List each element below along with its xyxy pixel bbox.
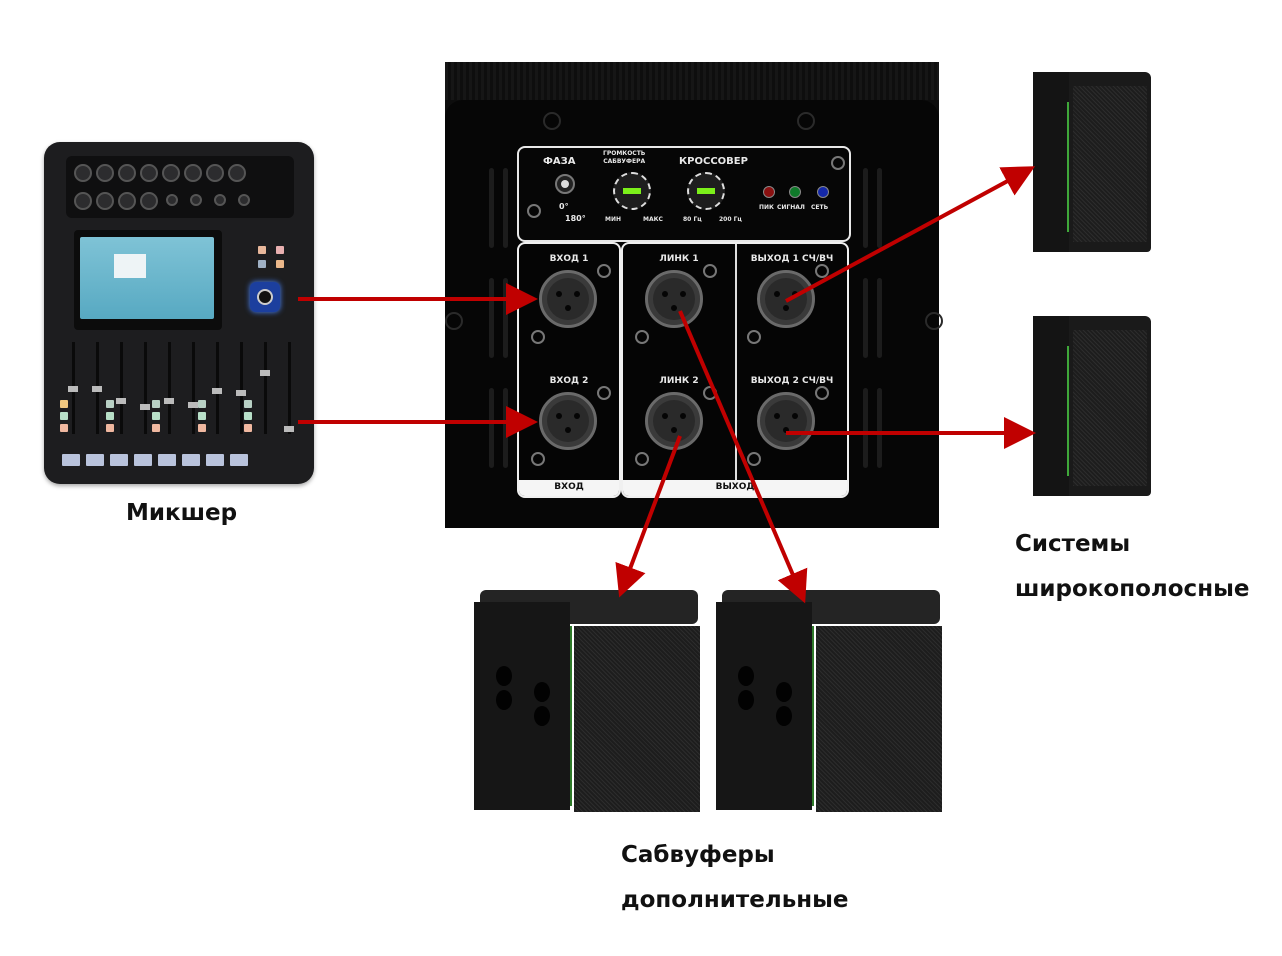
input-1-label: ВХОД 1: [549, 254, 589, 264]
sub-volume-max: МАКС: [643, 216, 663, 223]
mixer-encoder-knob: [250, 282, 280, 312]
fullrange-caption-line1: Системы: [1015, 531, 1131, 557]
output-1-xlr[interactable]: [757, 270, 815, 328]
sub-volume-indicator: [623, 188, 641, 194]
power-led-label: СЕТЬ: [811, 204, 829, 211]
link-2-label: ЛИНК 2: [659, 376, 699, 386]
input-group-label: ВХОД: [554, 482, 584, 492]
link-1-label: ЛИНК 1: [659, 254, 699, 264]
output-1-label: ВЫХОД 1 СЧ/ВЧ: [750, 254, 834, 264]
input-1-xlr[interactable]: [539, 270, 597, 328]
subs-caption-line1: Сабвуферы: [621, 842, 775, 868]
fullrange-speaker-2: [1033, 316, 1151, 496]
phase-switch[interactable]: [555, 174, 575, 194]
link-1-xlr[interactable]: [645, 270, 703, 328]
signal-led: [789, 186, 801, 198]
mixer-caption: Микшер: [126, 500, 238, 526]
link-2-xlr[interactable]: [645, 392, 703, 450]
output-2-xlr[interactable]: [757, 392, 815, 450]
sub-volume-min: МИН: [605, 216, 622, 223]
subwoofer-2: [716, 586, 944, 814]
phase-option-0: 0°: [559, 202, 569, 211]
crossover-min: 80 Гц: [683, 216, 702, 223]
output-2-label: ВЫХОД 2 СЧ/ВЧ: [750, 376, 834, 386]
mixer-touchscreen: [80, 237, 214, 319]
peak-led-label: ПИК: [759, 204, 774, 211]
input-2-xlr[interactable]: [539, 392, 597, 450]
phase-option-180: 180°: [565, 214, 586, 223]
output-group-label: ВЫХОД: [715, 482, 755, 492]
crossover-knob[interactable]: [687, 172, 725, 210]
subs-caption-line2: дополнительные: [621, 887, 849, 913]
signal-led-label: СИГНАЛ: [777, 204, 805, 211]
input-2-label: ВХОД 2: [549, 376, 589, 386]
fullrange-speaker-1: [1033, 72, 1151, 252]
crossover-indicator: [697, 188, 715, 194]
power-led: [817, 186, 829, 198]
sub-volume-knob[interactable]: [613, 172, 651, 210]
mixer-io-panel: [66, 156, 294, 218]
output-section: ЛИНК 1 ЛИНК 2 ВЫХОД 1 СЧ/ВЧ ВЫХОД 2 СЧ/В…: [621, 242, 849, 498]
fullrange-caption-line2: широкополосные: [1015, 576, 1250, 602]
input-section: ВХОД 1 ВХОД 2 ВХОД: [517, 242, 621, 498]
crossover-max: 200 Гц: [719, 216, 742, 223]
subwoofer-1: [474, 586, 702, 814]
phase-label: ФАЗА: [543, 156, 576, 167]
mixer-image: [44, 142, 314, 484]
crossover-label: КРОССОВЕР: [679, 156, 748, 167]
peak-led: [763, 186, 775, 198]
